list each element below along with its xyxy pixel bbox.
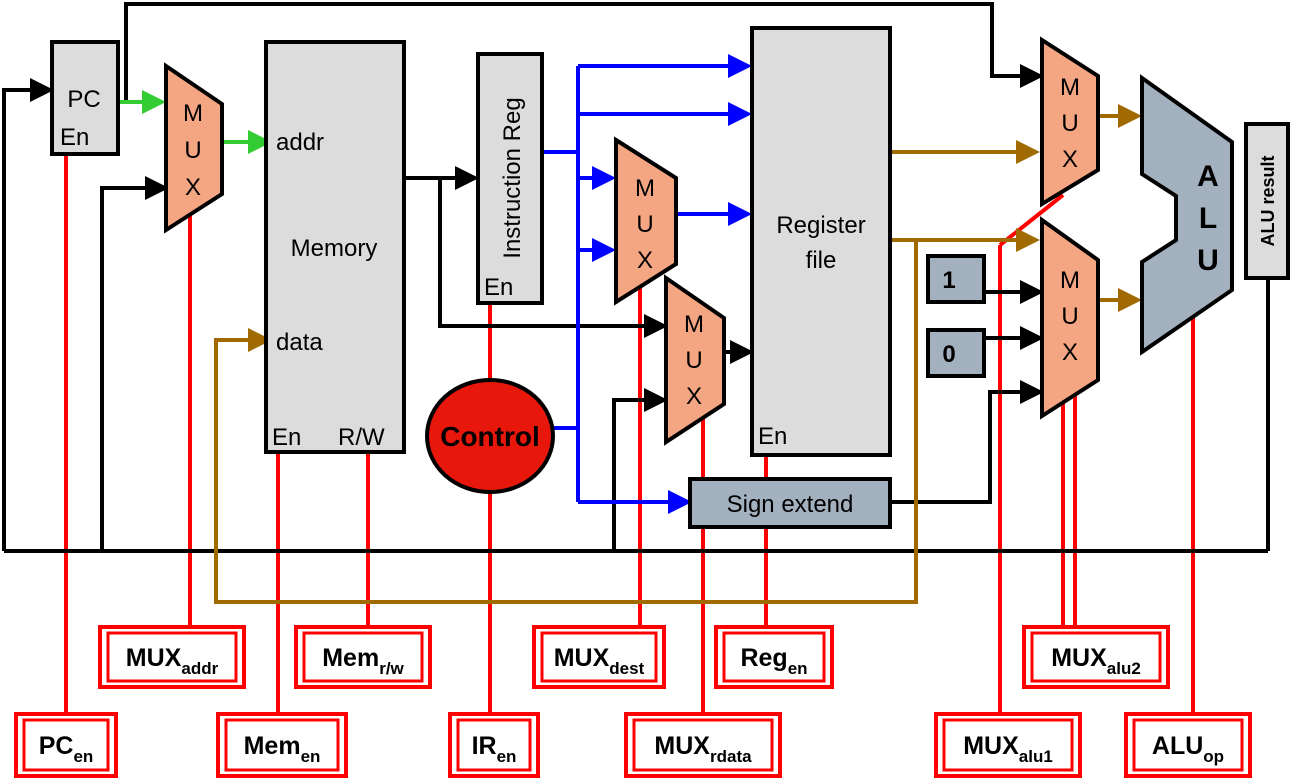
signal-box-alu-op: ALUop bbox=[1124, 712, 1252, 778]
signal-label-reg-en: Regen bbox=[740, 644, 807, 678]
alu-result-label: ALU result bbox=[1258, 155, 1278, 246]
mux-alu2: M U X bbox=[1040, 216, 1100, 420]
sign-extend: Sign extend bbox=[688, 477, 892, 529]
memory-data-label: data bbox=[276, 329, 323, 356]
pc-enable-label: En bbox=[60, 124, 89, 151]
svg-text:X: X bbox=[185, 174, 201, 201]
mux-rdata: M U X bbox=[664, 274, 726, 446]
control-unit: Control bbox=[425, 378, 555, 494]
signal-box-mux-alu1: MUXalu1 bbox=[934, 712, 1082, 778]
signal-box-pc-en: PCen bbox=[14, 712, 118, 778]
instruction-reg-label: Instruction Reg bbox=[499, 97, 526, 258]
svg-text:L: L bbox=[1199, 202, 1217, 235]
signal-box-mux-dest: MUXdest bbox=[532, 625, 666, 689]
constant-zero: 0 bbox=[926, 328, 986, 378]
svg-text:M: M bbox=[635, 175, 655, 202]
register-file-label-1: Register bbox=[776, 212, 865, 239]
signal-box-mem-en: Memen bbox=[216, 712, 348, 778]
svg-text:X: X bbox=[637, 247, 653, 274]
register-file: Register file En bbox=[750, 26, 892, 457]
pc-register: PC En bbox=[50, 40, 120, 156]
signal-box-mux-addr: MUXaddr bbox=[98, 625, 246, 689]
svg-text:U: U bbox=[1061, 110, 1078, 137]
signal-box-mem-rw: Memr/w bbox=[294, 625, 432, 689]
signal-box-mux-rdata: MUXrdata bbox=[624, 712, 782, 778]
memory-addr-label: addr bbox=[276, 129, 324, 156]
svg-text:U: U bbox=[685, 347, 702, 374]
signal-label-ir-en: IRen bbox=[472, 732, 517, 766]
alu: A L U bbox=[1140, 74, 1234, 356]
signal-label-mux-alu1: MUXalu1 bbox=[963, 732, 1053, 766]
signal-box-mux-alu2: MUXalu2 bbox=[1022, 625, 1170, 689]
svg-text:X: X bbox=[686, 383, 702, 410]
signal-label-mem-rw: Memr/w bbox=[322, 644, 404, 678]
svg-text:U: U bbox=[636, 211, 653, 238]
signal-label-mux-rdata: MUXrdata bbox=[654, 732, 752, 766]
signal-label-mux-alu2: MUXalu2 bbox=[1051, 644, 1141, 678]
memory-rw-label: R/W bbox=[338, 424, 385, 451]
memory: addr Memory data En R/W bbox=[264, 40, 406, 454]
mux-addr: M U X bbox=[164, 62, 224, 234]
signal-box-ir-en: IRen bbox=[448, 712, 540, 778]
svg-text:M: M bbox=[1060, 74, 1080, 101]
signal-label-alu-op: ALUop bbox=[1152, 732, 1224, 766]
black-wires bbox=[2, 2, 1270, 553]
green-wires bbox=[118, 90, 272, 154]
memory-enable-label: En bbox=[272, 424, 301, 451]
signal-label-mux-addr: MUXaddr bbox=[126, 644, 219, 678]
signal-label-pc-en: PCen bbox=[39, 732, 94, 766]
svg-text:0: 0 bbox=[942, 341, 955, 368]
signal-box-reg-en: Regen bbox=[714, 625, 834, 689]
svg-text:U: U bbox=[1197, 244, 1219, 277]
register-file-enable-label: En bbox=[758, 423, 787, 450]
register-file-label-2: file bbox=[806, 247, 837, 274]
signal-label-mux-dest: MUXdest bbox=[554, 644, 645, 678]
pc-label: PC bbox=[67, 86, 100, 113]
blue-wires bbox=[542, 54, 752, 514]
svg-text:1: 1 bbox=[942, 267, 955, 294]
alu-result-register: ALU result bbox=[1244, 122, 1290, 280]
sign-extend-label: Sign extend bbox=[727, 491, 854, 518]
control-label: Control bbox=[440, 421, 540, 452]
svg-text:A: A bbox=[1197, 160, 1219, 193]
svg-text:M: M bbox=[684, 311, 704, 338]
svg-text:U: U bbox=[1061, 303, 1078, 330]
svg-text:M: M bbox=[183, 100, 203, 127]
signal-label-mem-en: Memen bbox=[244, 732, 321, 766]
instruction-register: Instruction Reg En bbox=[476, 52, 544, 305]
mux-alu1: M U X bbox=[1040, 36, 1100, 208]
svg-text:X: X bbox=[1062, 146, 1078, 173]
mux-dest: M U X bbox=[614, 136, 678, 306]
svg-text:U: U bbox=[184, 137, 201, 164]
instruction-reg-enable-label: En bbox=[484, 274, 513, 301]
svg-text:M: M bbox=[1060, 267, 1080, 294]
brown-wires bbox=[214, 104, 1142, 604]
svg-text:X: X bbox=[1062, 339, 1078, 366]
memory-label: Memory bbox=[291, 235, 378, 262]
constant-one: 1 bbox=[926, 254, 986, 304]
